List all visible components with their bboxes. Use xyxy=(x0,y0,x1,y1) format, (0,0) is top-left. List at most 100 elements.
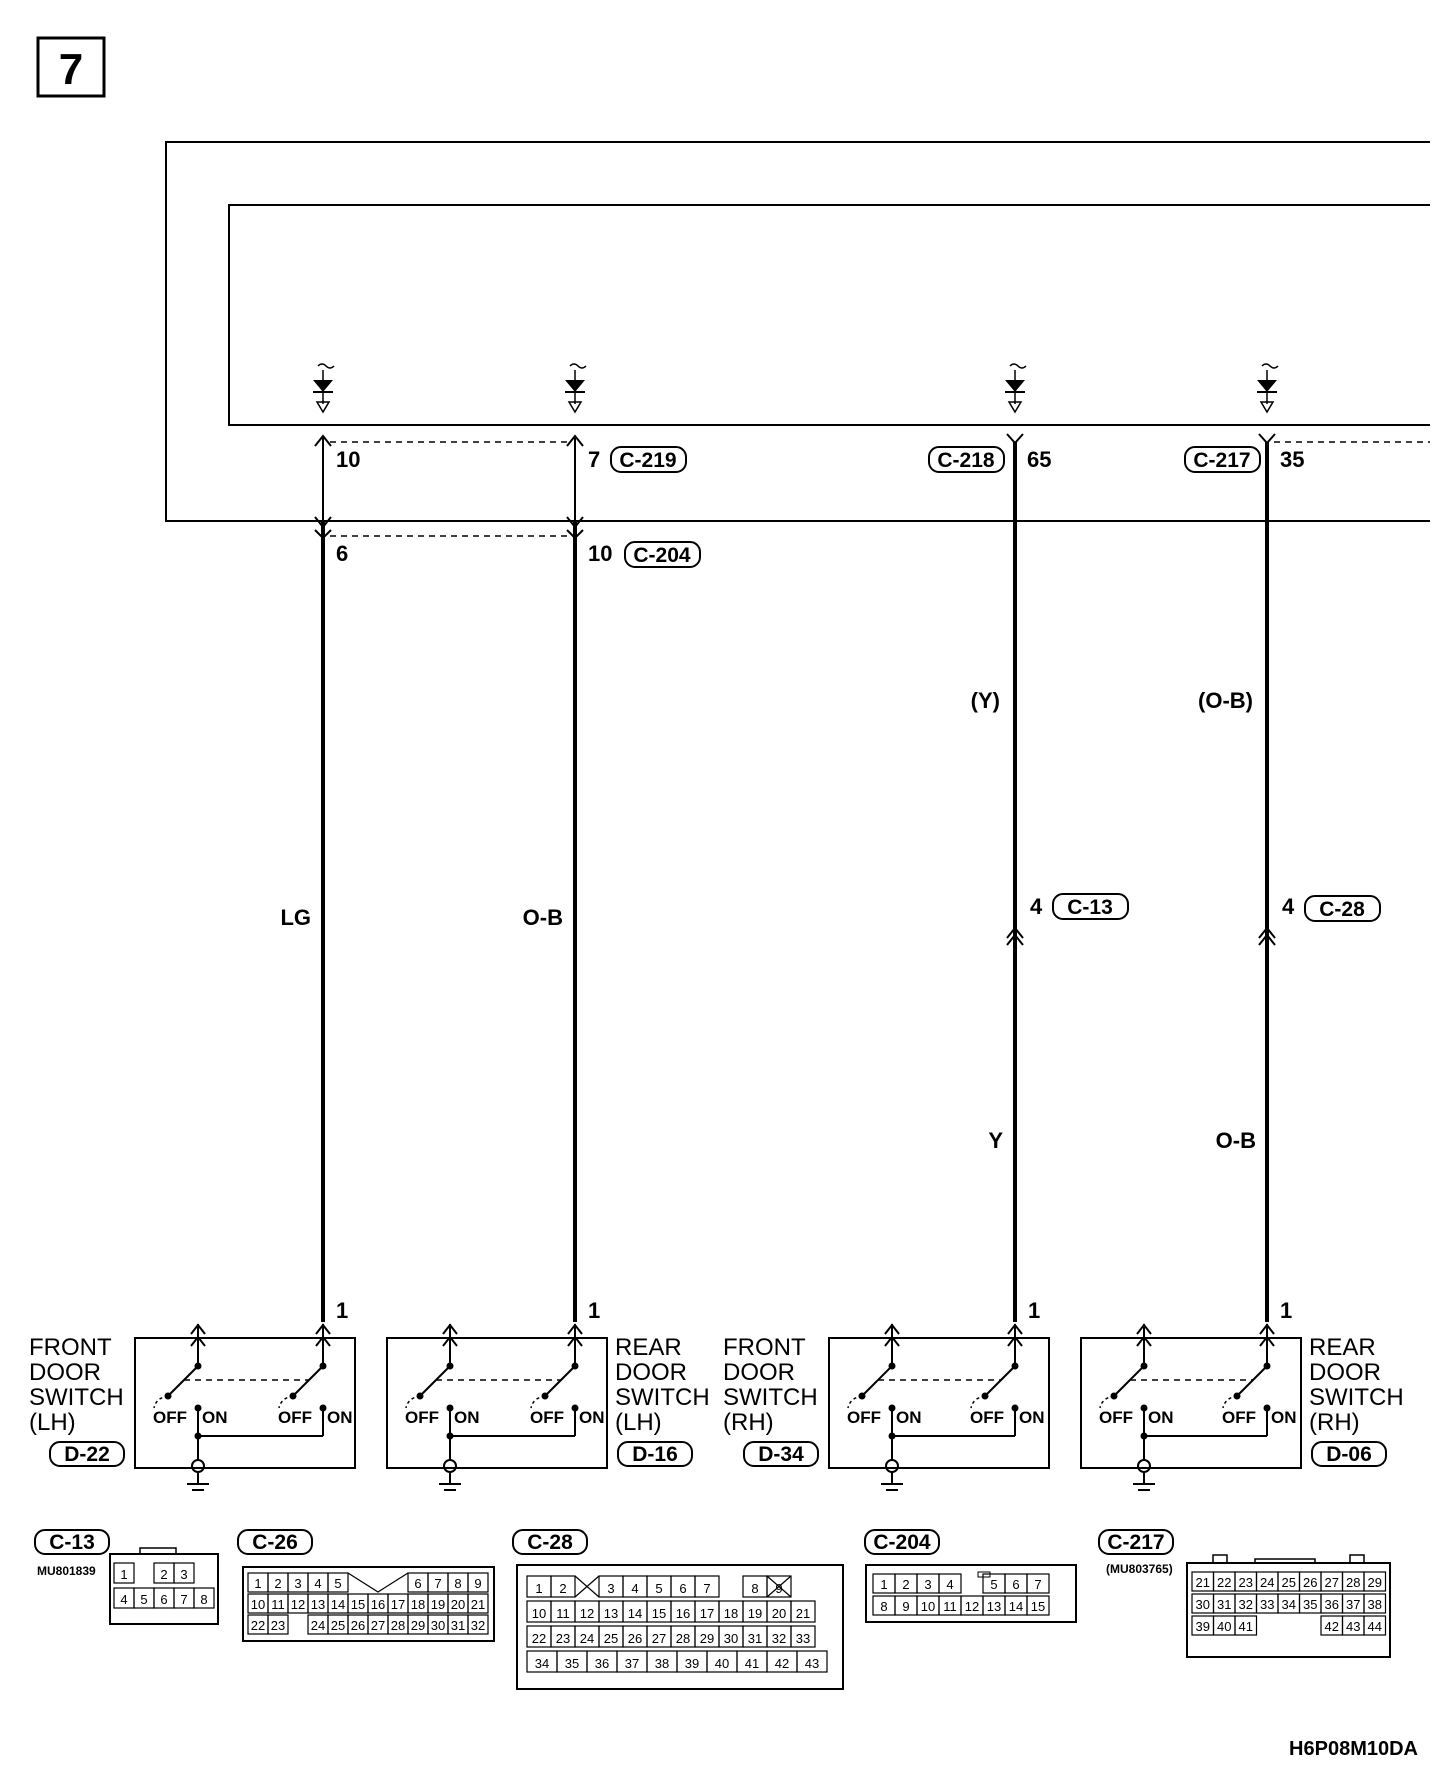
switch-state-off: OFF xyxy=(278,1408,312,1427)
pin-number: 33 xyxy=(796,1631,810,1646)
svg-text:C-204: C-204 xyxy=(633,544,691,567)
svg-text:D-16: D-16 xyxy=(632,1443,678,1466)
ground-icon xyxy=(1132,1459,1156,1491)
pin-number: 29 xyxy=(700,1631,714,1646)
pin-number: 22 xyxy=(532,1631,546,1646)
svg-text:DOOR: DOOR xyxy=(723,1359,795,1386)
connector-ref-badge: C-217 xyxy=(1184,446,1261,473)
svg-text:D-34: D-34 xyxy=(758,1443,804,1466)
pin-number: 30 xyxy=(724,1631,738,1646)
pin-number: 5 xyxy=(334,1576,341,1591)
pin-number: 40 xyxy=(715,1656,729,1671)
pin-number: 26 xyxy=(351,1618,365,1633)
diode-icon xyxy=(564,363,587,413)
pin-number: 16 xyxy=(371,1597,385,1612)
pin-number: 4 xyxy=(120,1592,127,1607)
terminal-number: 35 xyxy=(1280,447,1304,472)
pin-number: 25 xyxy=(604,1631,618,1646)
svg-text:(RH): (RH) xyxy=(1309,1409,1360,1436)
pin-number: 9 xyxy=(474,1576,481,1591)
switch-state-on: ON xyxy=(454,1408,480,1427)
svg-text:C-13: C-13 xyxy=(1067,896,1113,919)
pin-number: 25 xyxy=(1282,1575,1296,1590)
pin-number: 13 xyxy=(311,1597,325,1612)
pin-number: 27 xyxy=(652,1631,666,1646)
pin-number: 21 xyxy=(471,1597,485,1612)
pin-number: 35 xyxy=(565,1656,579,1671)
svg-text:(LH): (LH) xyxy=(615,1409,662,1436)
svg-text:C-28: C-28 xyxy=(527,1531,573,1554)
page-number: 7 xyxy=(59,45,83,94)
pin-number: 1 xyxy=(535,1581,542,1596)
switch-state-on: ON xyxy=(579,1408,605,1427)
svg-text:C-26: C-26 xyxy=(252,1531,298,1554)
wire-color-label: LG xyxy=(280,905,311,930)
pin-number: 3 xyxy=(607,1581,614,1596)
pin-number: 27 xyxy=(1325,1575,1339,1590)
pin-number: 42 xyxy=(775,1656,789,1671)
switch-connector-badge: D-34 xyxy=(743,1441,819,1467)
pin-number: 7 xyxy=(180,1592,187,1607)
ground-icon xyxy=(186,1459,210,1491)
switch-connector-badge: D-06 xyxy=(1311,1441,1387,1467)
pin-number: 15 xyxy=(1031,1599,1045,1614)
terminal-number: 1 xyxy=(1028,1298,1040,1323)
svg-text:C-13: C-13 xyxy=(49,1531,95,1554)
pin-number: 35 xyxy=(1303,1597,1317,1612)
connector-ref-badge: C-218 xyxy=(928,446,1005,473)
pin-number: 44 xyxy=(1368,1619,1382,1634)
svg-text:SWITCH: SWITCH xyxy=(1309,1384,1404,1411)
svg-text:FRONT: FRONT xyxy=(29,1334,112,1361)
switch-state-on: ON xyxy=(1148,1408,1174,1427)
pin-number: 42 xyxy=(1325,1619,1339,1634)
pin-number: 34 xyxy=(535,1656,549,1671)
terminal-number: 7 xyxy=(588,447,600,472)
pin-number: 12 xyxy=(965,1599,979,1614)
switch-state-on: ON xyxy=(896,1408,922,1427)
pin-number: 21 xyxy=(796,1606,810,1621)
pin-number: 5 xyxy=(990,1577,997,1592)
svg-text:REAR: REAR xyxy=(1309,1334,1376,1361)
pin-number: 6 xyxy=(414,1576,421,1591)
pin-number: 37 xyxy=(625,1656,639,1671)
pin-number: 19 xyxy=(748,1606,762,1621)
pin-number: 19 xyxy=(431,1597,445,1612)
svg-text:SWITCH: SWITCH xyxy=(29,1384,124,1411)
pin-number: 10 xyxy=(532,1606,546,1621)
wire-color-label: O-B xyxy=(1216,1128,1256,1153)
pin-number: 5 xyxy=(655,1581,662,1596)
pin-number: 28 xyxy=(391,1618,405,1633)
svg-text:DOOR: DOOR xyxy=(615,1359,687,1386)
drawing-code: H6P08M10DA xyxy=(1289,1738,1418,1760)
switch-connector-badge: D-22 xyxy=(49,1441,125,1467)
pin-number: 14 xyxy=(331,1597,345,1612)
wire-rh-rear xyxy=(1258,433,1276,1322)
connector-ref-badge: C-204 xyxy=(624,541,701,568)
pin-number: 10 xyxy=(251,1597,265,1612)
pin-number: 15 xyxy=(652,1606,666,1621)
terminal-number: 65 xyxy=(1027,447,1051,472)
wire-rh-front xyxy=(1006,433,1024,1322)
pin-number: 9 xyxy=(902,1599,909,1614)
pin-number: 39 xyxy=(685,1656,699,1671)
part-number: MU801839 xyxy=(37,1564,96,1578)
pin-number: 10 xyxy=(921,1599,935,1614)
pin-number: 11 xyxy=(556,1606,570,1621)
svg-text:(LH): (LH) xyxy=(29,1409,76,1436)
pin-number: 30 xyxy=(431,1618,445,1633)
terminal-number: 4 xyxy=(1030,894,1043,919)
pin-number: 15 xyxy=(351,1597,365,1612)
svg-text:C-219: C-219 xyxy=(619,449,676,472)
pin-number: 40 xyxy=(1217,1619,1231,1634)
pin-number: 38 xyxy=(1368,1597,1382,1612)
pin-number: 18 xyxy=(411,1597,425,1612)
pin-number: 25 xyxy=(331,1618,345,1633)
svg-text:C-217: C-217 xyxy=(1107,1531,1164,1554)
